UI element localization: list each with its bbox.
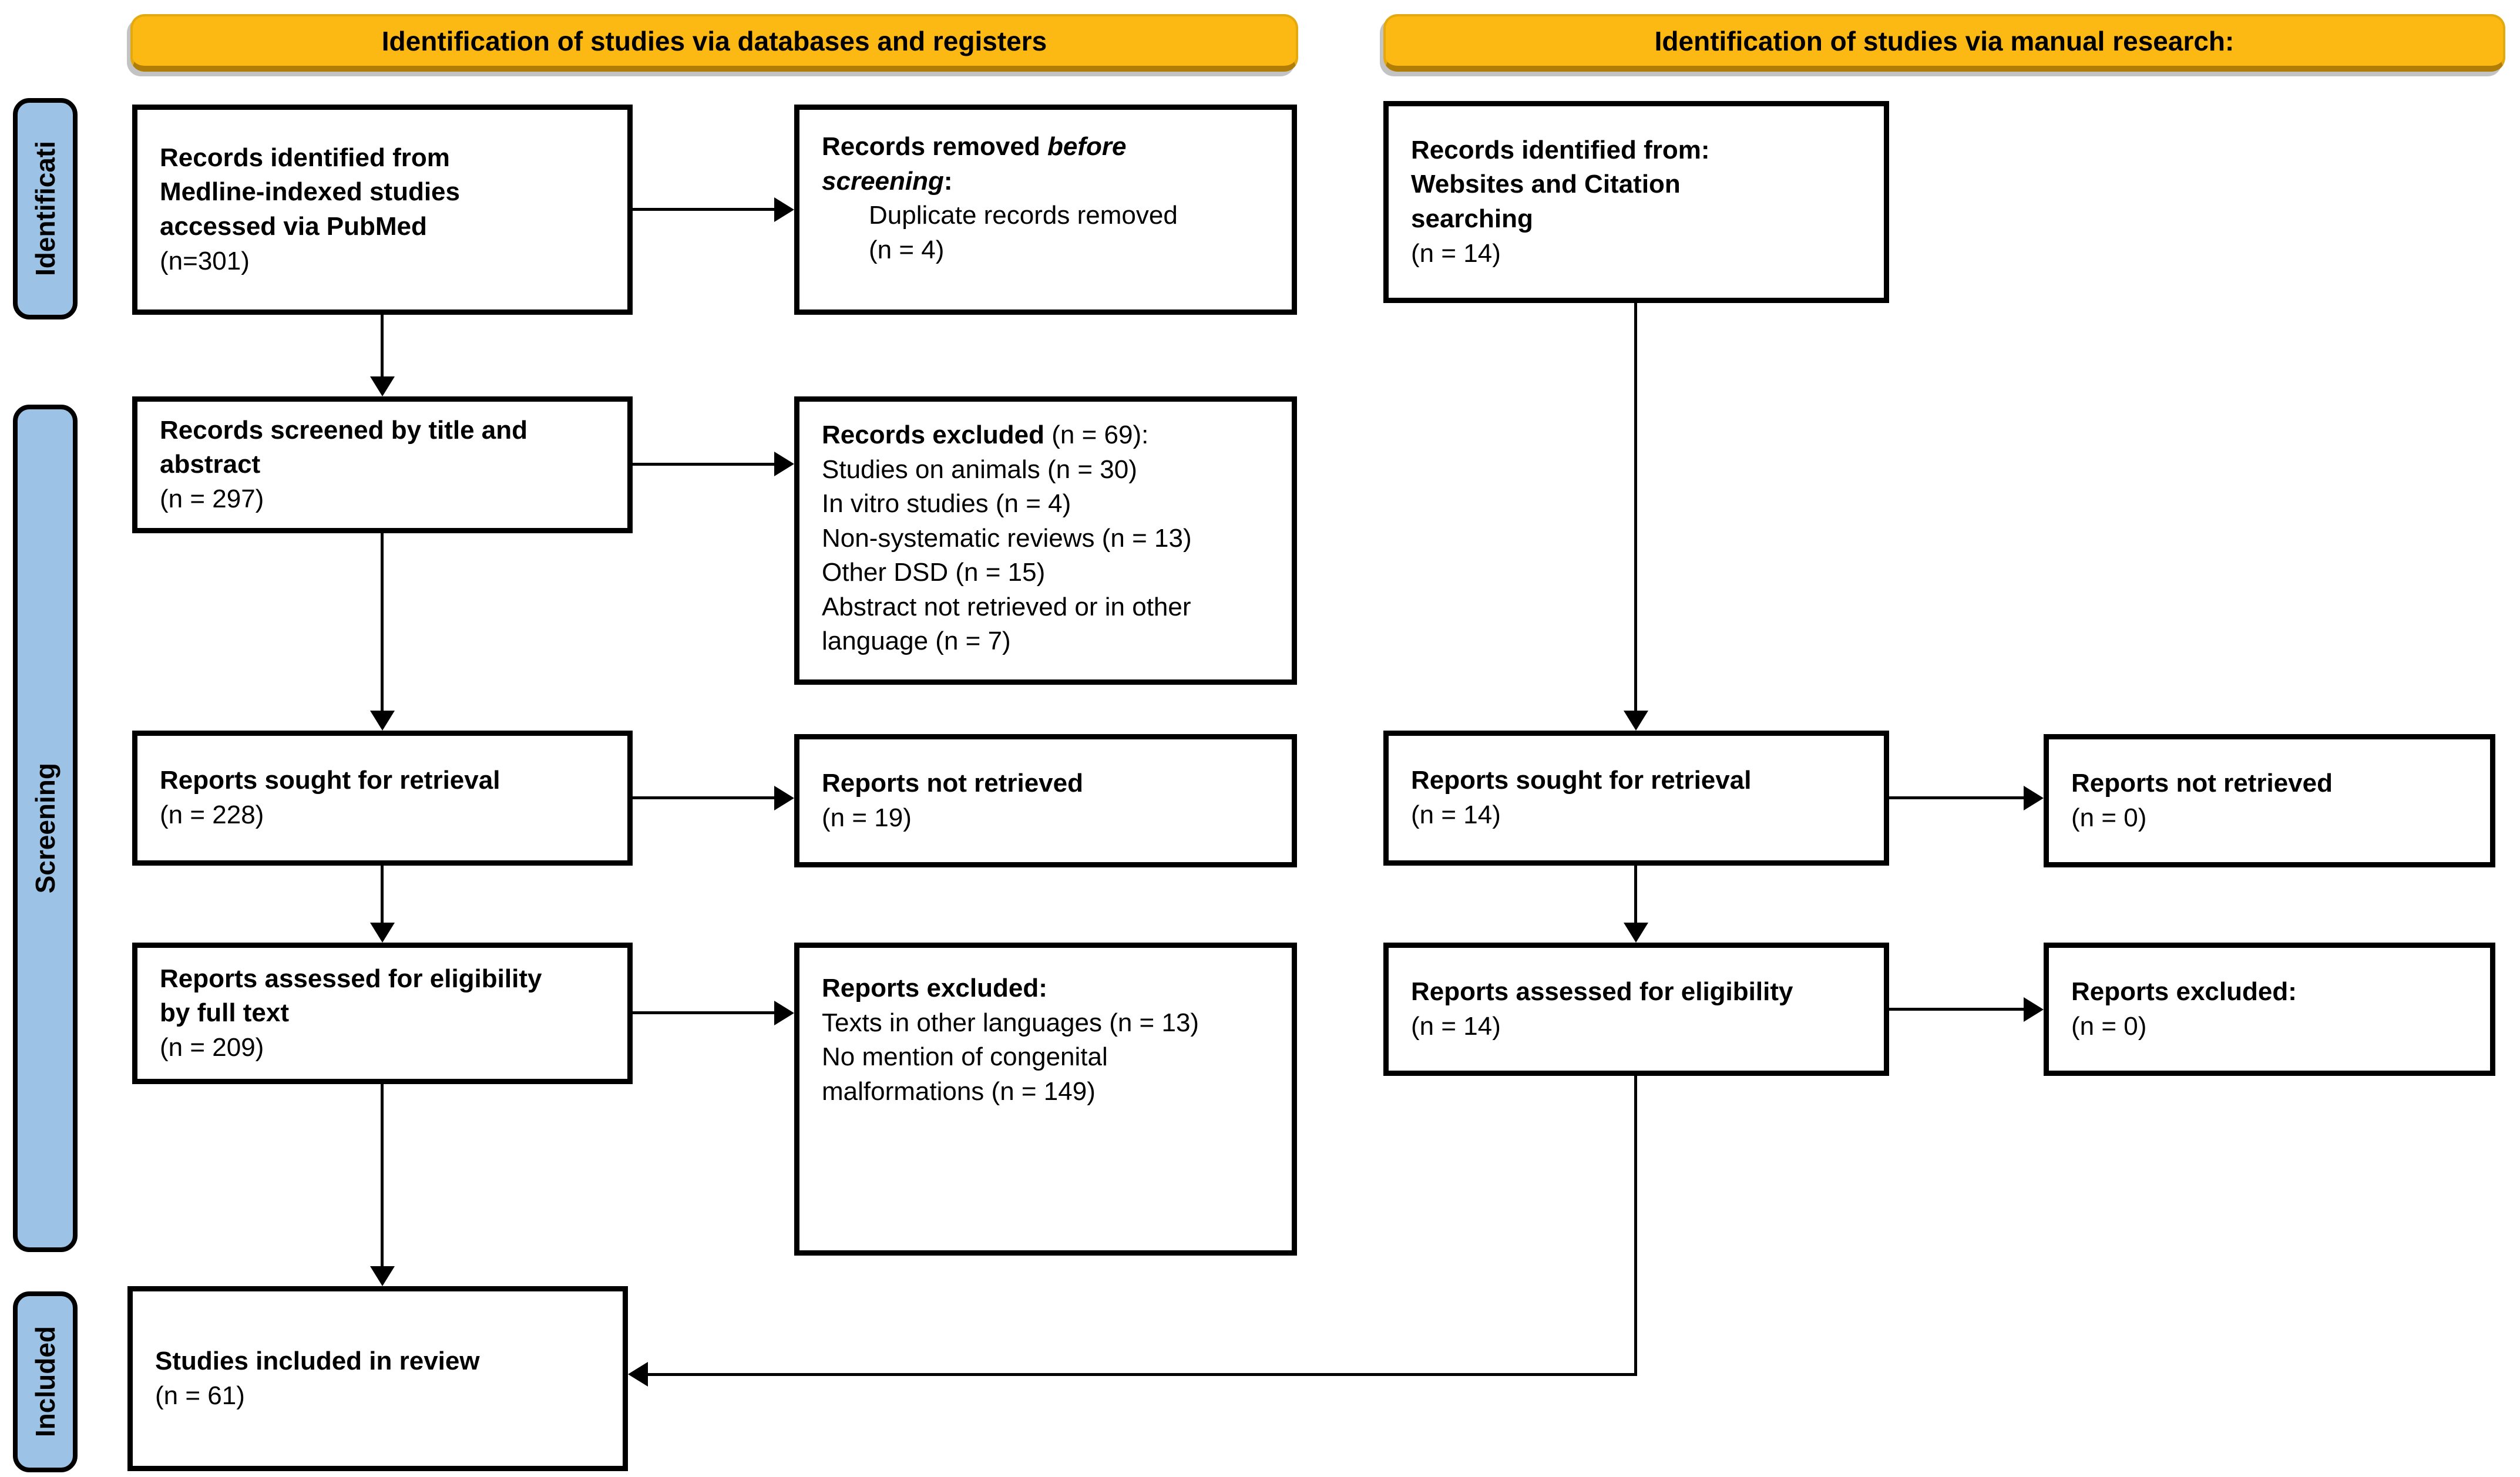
- box-count: (n = 19): [822, 803, 912, 832]
- heading-colon: :: [943, 166, 953, 196]
- box-count: (n = 61): [155, 1381, 245, 1410]
- arrowhead-down-icon: [370, 711, 395, 731]
- box-text-line: accessed via PubMed: [160, 212, 427, 241]
- phase-included: Included: [13, 1291, 78, 1472]
- box-text-line: Reports assessed for eligibility: [1411, 977, 1793, 1006]
- box-count: (n = 0): [2071, 1011, 2147, 1041]
- box-count: (n = 14): [1411, 238, 1501, 268]
- box-records-identified-manual: Records identified from: Websites and Ci…: [1383, 101, 1889, 303]
- box-records-screened: Records screened by title and abstract (…: [132, 396, 633, 533]
- box-count: (n = 297): [160, 484, 264, 513]
- arrow-screened-to-excluded-line: [633, 463, 775, 466]
- phase-identification: Identificati: [13, 98, 78, 319]
- box-text-line: Reports sought for retrieval: [160, 766, 500, 795]
- banner-databases-registers: Identification of studies via databases …: [130, 14, 1298, 72]
- arrowhead-right-icon: [774, 452, 794, 476]
- arrow-identified-to-screened-line: [381, 315, 384, 379]
- box-reports-assessed-manual: Reports assessed for eligibility (n = 14…: [1383, 943, 1889, 1076]
- arrow-assessed-to-included-line: [381, 1084, 384, 1267]
- arrowhead-right-icon: [2024, 997, 2044, 1022]
- exclusion-reason: Non-systematic reviews (n = 13): [822, 523, 1192, 553]
- banner-databases-label: Identification of studies via databases …: [381, 26, 1047, 56]
- box-count: (n = 14): [1411, 800, 1501, 829]
- heading-italic: screening: [822, 166, 944, 196]
- box-count: (n = 14): [1411, 1011, 1501, 1041]
- arrowhead-down-icon: [1624, 711, 1648, 731]
- box-heading: Reports excluded:: [822, 974, 1047, 1002]
- box-text-line: Records identified from: [160, 143, 450, 172]
- box-text-line: Reports not retrieved: [2071, 768, 2333, 798]
- box-count: (n = 228): [160, 800, 264, 829]
- box-reports-sought-manual: Reports sought for retrieval (n = 14): [1383, 731, 1889, 866]
- phase-included-label: Included: [30, 1326, 61, 1438]
- heading-suffix: (n = 69):: [1044, 420, 1149, 449]
- arrowhead-right-icon: [2024, 786, 2044, 810]
- arrow-manual-assessed-elbow-vertical-line: [1634, 1076, 1637, 1376]
- heading-bold: Records removed: [822, 132, 1047, 161]
- box-text-line: Records identified from:: [1411, 135, 1710, 164]
- arrowhead-down-icon: [1624, 923, 1648, 943]
- arrow-manual-identified-to-sought-line: [1634, 303, 1637, 711]
- heading-italic: before: [1047, 132, 1127, 161]
- box-reports-not-retrieved-manual: Reports not retrieved (n = 0): [2044, 734, 2495, 867]
- arrow-manual-sought-to-notretrieved-line: [1889, 796, 2024, 799]
- box-records-removed-before-screening: Records removed before screening: Duplic…: [794, 105, 1297, 315]
- box-text-line: Reports sought for retrieval: [1411, 766, 1752, 795]
- exclusion-reason: Other DSD (n = 15): [822, 558, 1046, 587]
- box-detail: Duplicate records removed: [869, 201, 1178, 230]
- box-count: (n = 209): [160, 1032, 264, 1062]
- arrow-manual-assessed-to-excluded-line: [1889, 1008, 2024, 1011]
- arrow-manual-to-included-line: [648, 1373, 1637, 1376]
- box-reports-excluded-databases: Reports excluded: Texts in other languag…: [794, 943, 1297, 1256]
- box-text-line: Reports excluded:: [2071, 977, 2297, 1006]
- arrowhead-left-icon: [628, 1362, 648, 1387]
- box-text-line: searching: [1411, 204, 1533, 233]
- box-heading: Records removed before screening:: [822, 130, 1275, 198]
- exclusion-reason: Abstract not retrieved or in other langu…: [822, 592, 1191, 656]
- phase-identification-label: Identificati: [30, 141, 61, 277]
- arrow-manual-sought-to-assessed-line: [1634, 866, 1637, 924]
- arrowhead-right-icon: [774, 786, 794, 810]
- box-text-line: abstract: [160, 450, 261, 479]
- arrowhead-down-icon: [370, 923, 395, 943]
- phase-screening: Screening: [13, 405, 78, 1252]
- box-count: (n = 4): [869, 235, 945, 264]
- arrowhead-right-icon: [774, 197, 794, 222]
- box-count: (n = 0): [2071, 803, 2147, 832]
- arrowhead-down-icon: [370, 376, 395, 396]
- exclusion-reason: Studies on animals (n = 30): [822, 455, 1137, 484]
- box-text-line: Reports not retrieved: [822, 768, 1083, 798]
- box-reports-excluded-manual: Reports excluded: (n = 0): [2044, 943, 2495, 1076]
- box-reports-not-retrieved-databases: Reports not retrieved (n = 19): [794, 734, 1297, 867]
- arrow-sought-to-notretrieved-line: [633, 796, 775, 799]
- box-text-line: by full text: [160, 998, 290, 1028]
- arrowhead-right-icon: [774, 1001, 794, 1025]
- exclusion-reason: In vitro studies (n = 4): [822, 489, 1071, 519]
- box-text-line: Records screened by title and: [160, 415, 527, 445]
- arrow-sought-to-assessed-line: [381, 866, 384, 924]
- arrow-assessed-to-excluded-line: [633, 1011, 775, 1014]
- exclusion-reason: No mention of congenital malformations (…: [822, 1042, 1108, 1106]
- heading-bold: Records excluded: [822, 420, 1045, 449]
- box-records-excluded: Records excluded (n = 69): Studies on an…: [794, 396, 1297, 685]
- box-records-identified-databases: Records identified from Medline-indexed …: [132, 105, 633, 315]
- arrowhead-down-icon: [370, 1266, 395, 1286]
- box-reports-sought-databases: Reports sought for retrieval (n = 228): [132, 731, 633, 866]
- exclusion-reason: Texts in other languages (n = 13): [822, 1008, 1199, 1037]
- box-text-line: Websites and Citation: [1411, 170, 1681, 199]
- box-count: (n=301): [160, 246, 250, 275]
- box-heading: Records excluded (n = 69):: [822, 418, 1275, 453]
- box-text-line: Medline-indexed studies: [160, 177, 460, 207]
- banner-manual-research: Identification of studies via manual res…: [1383, 14, 2505, 72]
- banner-manual-label: Identification of studies via manual res…: [1654, 26, 2235, 56]
- box-studies-included: Studies included in review (n = 61): [127, 1286, 628, 1471]
- box-text-line: Studies included in review: [155, 1346, 480, 1375]
- box-text-line: Reports assessed for eligibility: [160, 964, 542, 993]
- arrow-screened-to-sought-line: [381, 533, 384, 712]
- box-reports-assessed-databases: Reports assessed for eligibility by full…: [132, 943, 633, 1084]
- phase-screening-label: Screening: [30, 763, 61, 894]
- arrow-identified-to-removed-line: [633, 208, 775, 211]
